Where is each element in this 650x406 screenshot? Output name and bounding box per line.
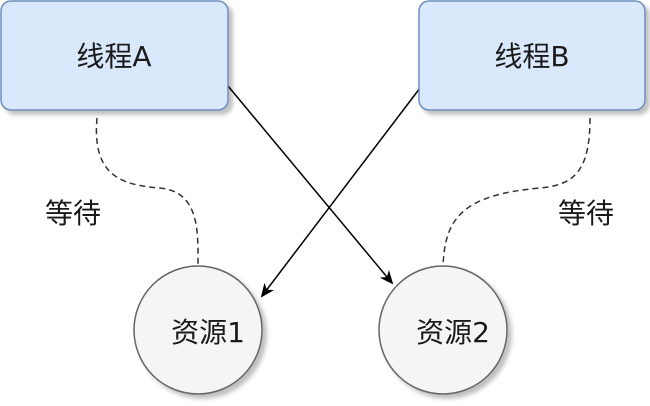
resource-1-node: 资源1	[133, 265, 263, 395]
thread-b-label: 线程B	[494, 40, 569, 73]
wait-label-left: 等待	[45, 197, 101, 230]
thread-a-node: 线程A	[0, 0, 229, 111]
resource-2-node: 资源2	[378, 265, 508, 395]
resource-2-label: 资源2	[416, 316, 490, 349]
wait-label-right: 等待	[558, 197, 614, 230]
wait-line-left	[95, 117, 199, 267]
thread-b-node: 线程B	[418, 0, 646, 111]
wait-line-right	[442, 117, 591, 267]
arrow-thread-a-to-resource-2	[227, 85, 394, 285]
thread-a-label: 线程A	[76, 40, 151, 73]
resource-1-label: 资源1	[171, 316, 245, 349]
arrow-thread-b-to-resource-1	[260, 87, 421, 298]
